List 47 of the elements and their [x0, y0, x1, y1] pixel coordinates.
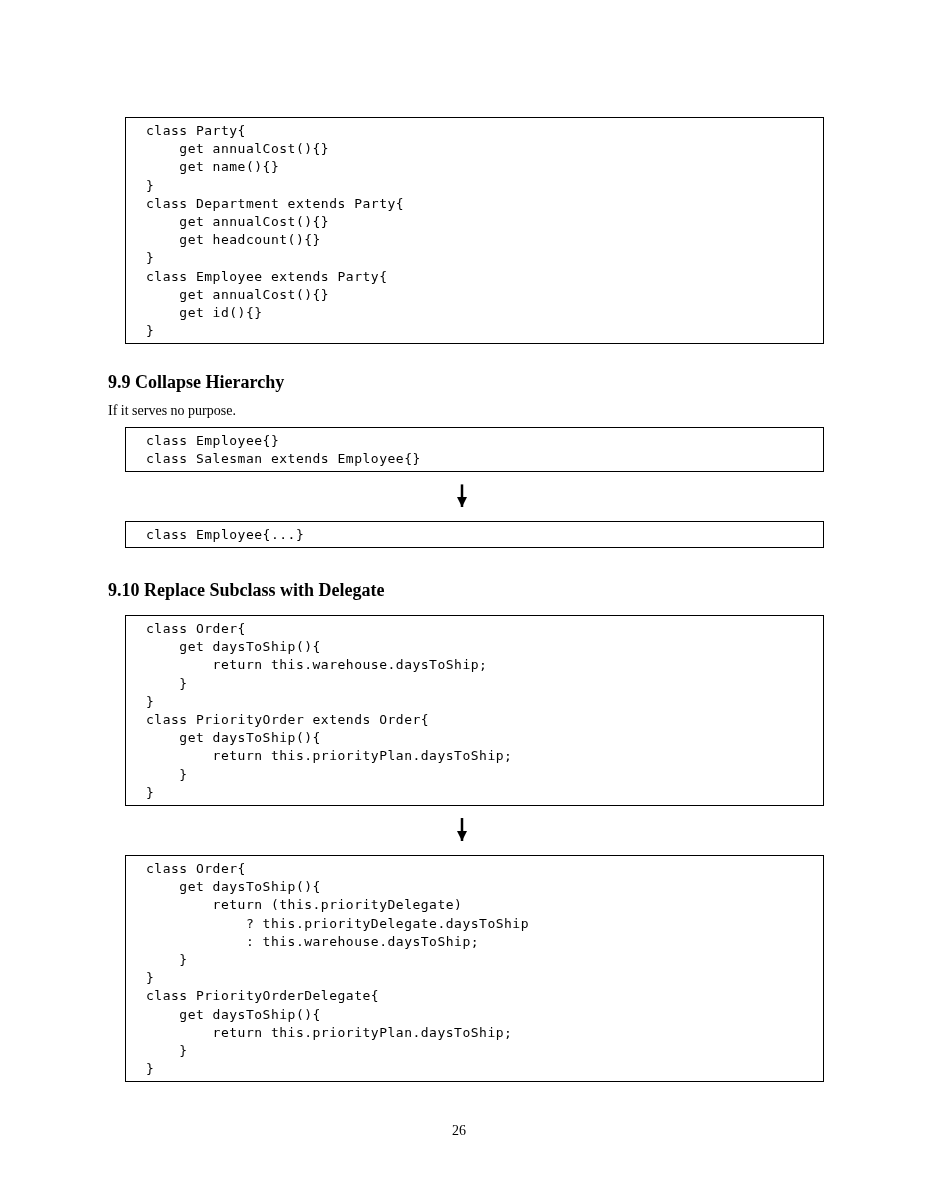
code-line: get annualCost(){}: [178, 140, 330, 159]
code-box: [125, 117, 824, 345]
code-line: return this.warehouse.daysToShip;: [211, 656, 488, 675]
code-line: return this.priorityPlan.daysToShip;: [211, 747, 513, 766]
code-line: }: [178, 674, 188, 693]
code-line: }: [146, 322, 155, 341]
code-line: class Employee extends Party{: [146, 267, 388, 286]
arrow: [457, 484, 467, 507]
code-line: class Party{: [146, 122, 246, 140]
code-line: }: [146, 969, 155, 988]
code-line: class Order{: [146, 860, 246, 878]
code-line: class PriorityOrderDelegate{: [146, 987, 380, 1006]
code-line: }: [146, 249, 155, 268]
page-number: 26: [452, 1123, 466, 1139]
code-line: return this.priorityPlan.daysToShip;: [211, 1023, 513, 1042]
code-line: get daysToShip(){: [178, 729, 321, 748]
code-line: class Order{: [146, 620, 246, 638]
code-line: }: [146, 1060, 155, 1079]
code-box: [125, 427, 824, 473]
code-line: get headcount(){}: [178, 231, 321, 250]
code-line: get daysToShip(){: [178, 638, 321, 657]
code-box: [125, 615, 824, 807]
code-line: class Department extends Party{: [146, 194, 405, 213]
code-line: : this.warehouse.daysToShip;: [244, 932, 480, 951]
code-line: }: [178, 1042, 188, 1061]
code-line: return (this.priorityDelegate): [211, 896, 463, 915]
code-line: }: [178, 765, 188, 784]
code-line: }: [178, 951, 188, 969]
code-line: class Salesman extends Employee{}: [146, 450, 421, 469]
code-line: get daysToShip(){: [178, 1005, 321, 1024]
code-line: }: [146, 176, 155, 195]
code-line: get name(){}: [178, 158, 280, 177]
code-line: class Employee{...}: [146, 526, 305, 544]
code-line: get daysToShip(){: [178, 878, 321, 897]
code-line: }: [146, 783, 155, 802]
code-box: [125, 521, 824, 549]
code-line: get annualCost(){}: [178, 285, 330, 304]
code-box: [125, 855, 824, 1083]
code-line: ? this.priorityDelegate.daysToShip: [244, 914, 530, 933]
code-line: }: [146, 692, 155, 711]
section-heading: 9.10 Replace Subclass with Delegate: [108, 580, 385, 601]
code-line: class Employee{}: [146, 432, 280, 450]
code-line: get annualCost(){}: [178, 213, 330, 231]
arrow: [457, 818, 467, 841]
code-line: get id(){}: [178, 304, 263, 323]
code-line: class PriorityOrder extends Order{: [146, 711, 430, 729]
section-heading: 9.9 Collapse Hierarchy: [108, 372, 285, 393]
